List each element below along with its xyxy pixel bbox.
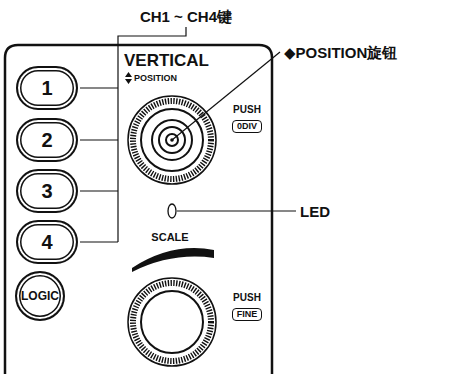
push-legend: PUSH	[233, 105, 261, 115]
scale-knob	[128, 278, 216, 366]
section-title: VERTICAL	[124, 52, 209, 69]
key-legend: 2	[41, 130, 52, 150]
leader-dot	[170, 138, 174, 142]
callout-label: LED	[300, 204, 330, 219]
push-legend: PUSH	[233, 293, 261, 303]
led-indicator	[168, 204, 176, 218]
channel-key: 4	[16, 220, 78, 264]
push-function-tag: FINE	[232, 308, 263, 321]
channel-key: 3	[16, 169, 78, 213]
channel-key: 2	[16, 118, 78, 162]
callout-label: ◆POSITION旋钮	[284, 45, 397, 60]
leader-line	[177, 210, 296, 211]
panel-outline	[5, 45, 272, 374]
key-legend: 3	[41, 181, 52, 201]
key-legend: LOGIC	[21, 290, 59, 302]
key-legend: 0DIV	[237, 122, 257, 131]
knob-legend: SCALE	[151, 232, 188, 243]
push-function-tag: 0DIV	[232, 120, 262, 133]
key-legend: 4	[41, 232, 52, 252]
scale-arc	[132, 248, 214, 272]
up-down-symbol	[125, 72, 132, 84]
leader-line	[80, 88, 118, 242]
channel-key: 1	[16, 66, 78, 110]
key-legend: FINE	[237, 310, 258, 319]
callout-label: CH1 ~ CH4键	[140, 9, 232, 24]
position-knob	[128, 96, 216, 184]
knob-legend: POSITION	[134, 74, 177, 83]
logic-key: LOGIC	[15, 271, 65, 321]
key-legend: 1	[41, 78, 52, 98]
